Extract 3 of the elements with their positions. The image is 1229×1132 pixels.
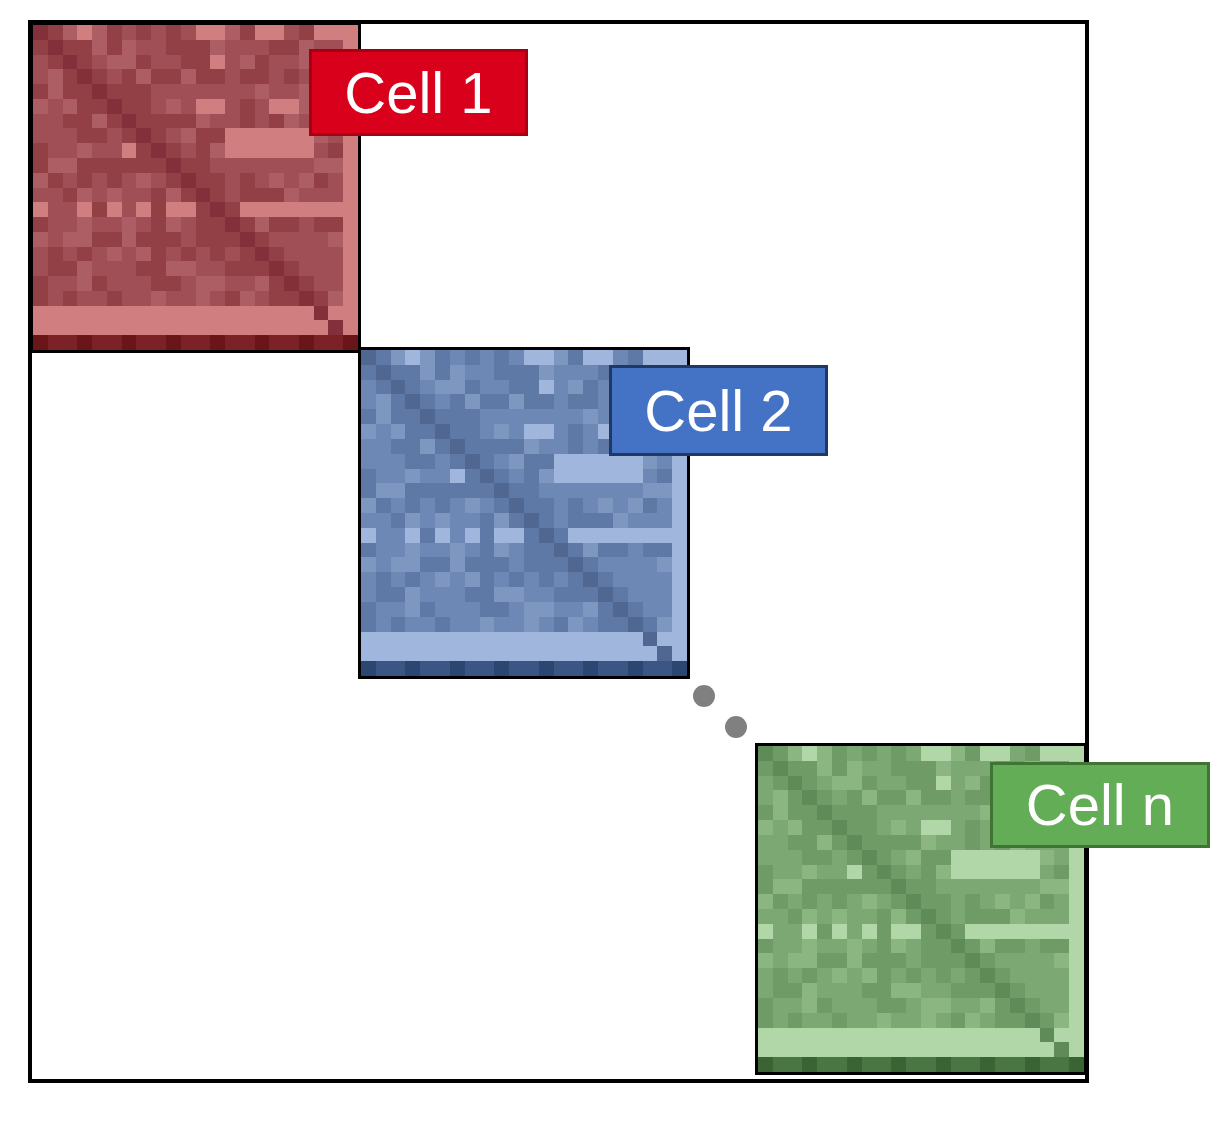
cell-label: Cell 2 — [609, 365, 828, 456]
cell-label: Cell n — [990, 762, 1210, 848]
cell-label: Cell 1 — [309, 49, 528, 136]
